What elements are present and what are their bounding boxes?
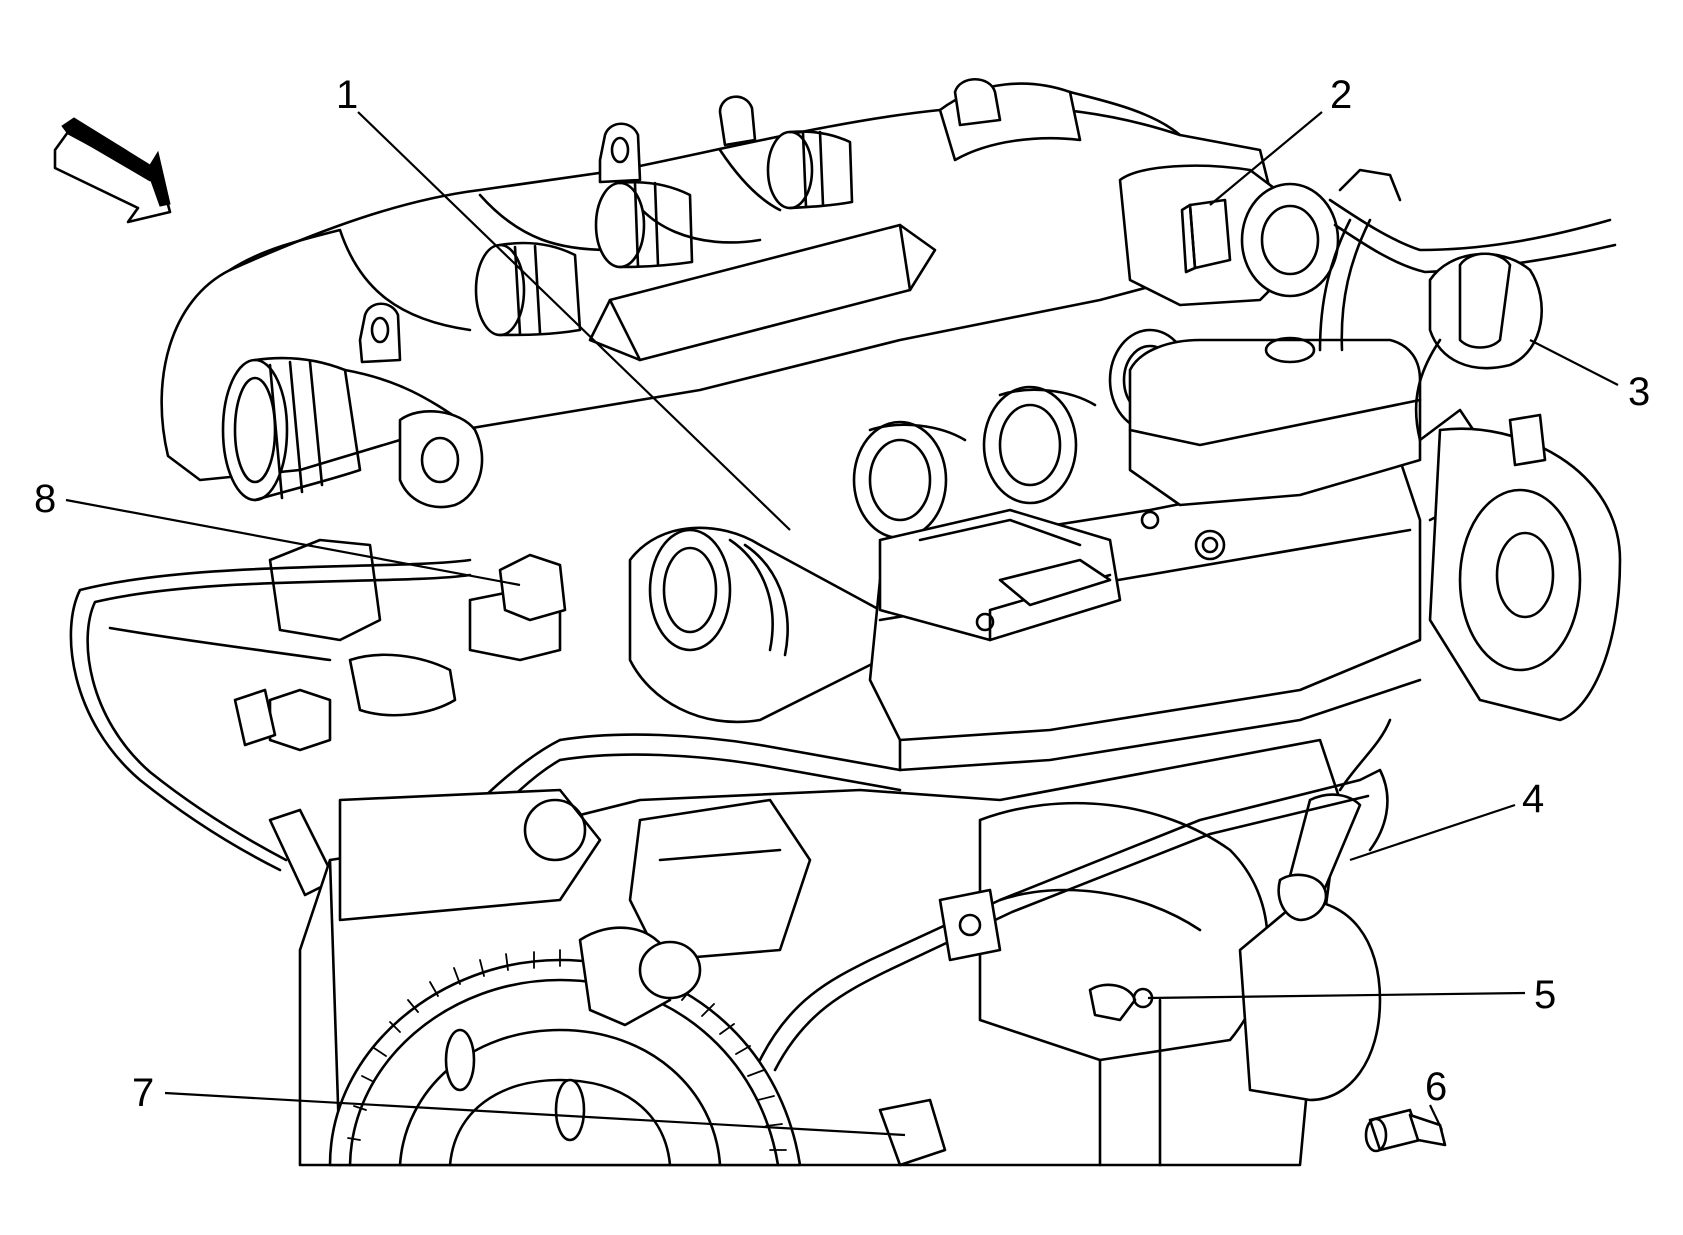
engine-block [298,718,1447,1167]
leader-2 [1209,111,1323,206]
callout-1: 1 [336,73,358,117]
callout-8: 8 [34,477,56,521]
leader-4 [1349,803,1516,862]
view-direction-arrow-icon [53,117,172,224]
callout-6: 6 [1425,1065,1447,1109]
intake-manifold [160,82,1277,482]
leader-5 [1147,991,1526,1000]
callout-3: 3 [1628,370,1650,414]
left-components [69,409,902,947]
callout-5: 5 [1534,973,1556,1017]
throttle-body-area [1118,164,1622,722]
leader-8 [65,498,521,587]
callout-4: 4 [1522,777,1544,821]
callout-2: 2 [1330,73,1352,117]
leader-3 [1529,339,1619,386]
leader-6 [1429,1104,1443,1131]
leader-1 [357,111,791,531]
callout-leaders [65,111,1619,1137]
callout-labels: 1 2 3 4 5 6 7 8 [34,73,1650,1115]
callout-7: 7 [132,1071,154,1115]
front-valve-cover [868,336,1422,772]
leader-7 [164,1091,906,1137]
